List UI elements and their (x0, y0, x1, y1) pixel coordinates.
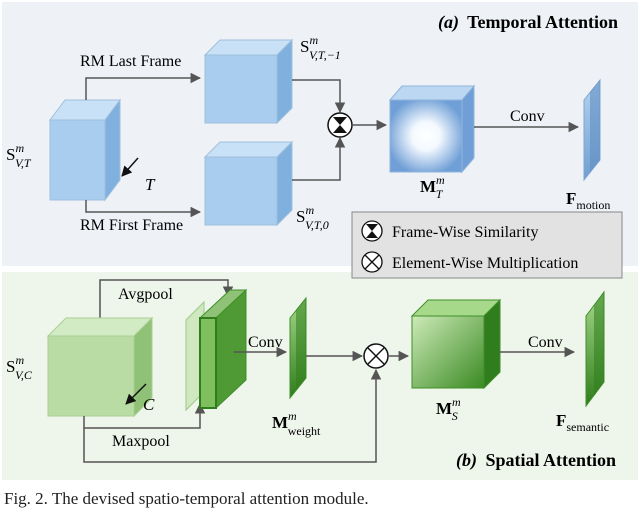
temporal-attention-cube (388, 84, 476, 174)
top-to-similarity-connector (292, 79, 346, 114)
residual-connector (83, 368, 382, 463)
bottom-to-similarity-connector (292, 136, 346, 181)
legend-box: Frame-Wise Similarity Element-Wise Multi… (351, 211, 623, 279)
last-frame-connector (85, 72, 202, 100)
frame-wise-similarity-icon (361, 220, 383, 242)
legend-multiplication-text: Element-Wise Multiplication (392, 255, 578, 272)
first-frame-label: RM First Frame (80, 217, 183, 234)
avgpool-label: Avgpool (118, 286, 173, 303)
last-frame-cube (203, 38, 294, 125)
temporal-input-cube (49, 98, 121, 202)
frame-wise-similarity-icon (327, 112, 353, 138)
t-axis-arrow (121, 157, 139, 177)
c-axis-arrow (125, 383, 147, 405)
legend-similarity-text: Frame-Wise Similarity (392, 224, 538, 241)
t-axis-label: T (145, 175, 156, 194)
element-wise-multiplication-icon (361, 251, 383, 273)
last-frame-label: RM Last Frame (80, 53, 181, 70)
weight-map-slab (289, 296, 307, 400)
spatial-conv1-label: Conv (248, 334, 283, 351)
element-wise-multiplication-icon (363, 343, 389, 369)
spatial-input-cube (46, 316, 154, 418)
c-axis-label: C (143, 395, 155, 414)
figure-caption: Fig. 2. The devised spatio-temporal atte… (4, 489, 369, 508)
temporal-conv-label: Conv (510, 108, 545, 125)
maxpool-connector (83, 402, 206, 429)
motion-output-label: Fmotion (566, 189, 610, 212)
spatial-attention-cube (410, 298, 502, 390)
first-frame-cube (203, 140, 294, 227)
first-frame-connector (85, 200, 202, 218)
temporal-title: (a) Temporal Attention (438, 12, 618, 33)
spatial-title: (b) Spatial Attention (456, 450, 616, 471)
semantic-output-label: Fsemantic (556, 411, 609, 434)
semantic-output-slab (585, 290, 605, 408)
avgpool-connector (99, 279, 234, 318)
spatial-conv2-label: Conv (528, 334, 563, 351)
maxpool-label: Maxpool (112, 433, 170, 450)
pooled-feature-slabs (185, 288, 248, 412)
motion-output-slab (583, 78, 601, 182)
